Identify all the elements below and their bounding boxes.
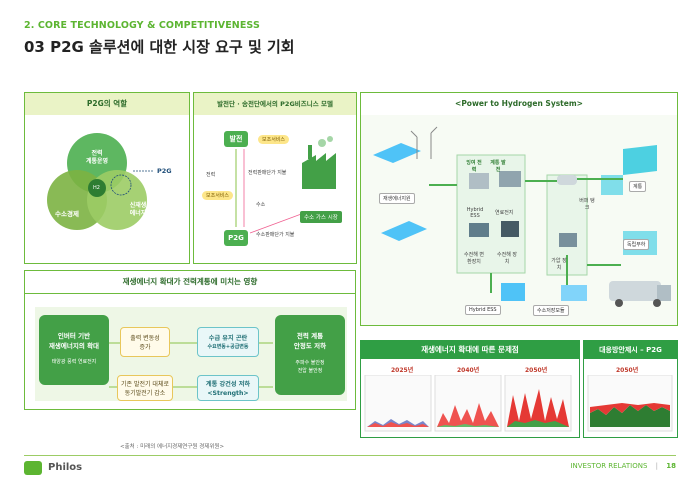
grid-label: 계통	[629, 181, 647, 192]
grid-gen-label: 계통 발전	[490, 160, 506, 173]
right-bottom-line1: 계통 강건성 저하	[205, 381, 251, 388]
impact-title: 재생에너지 확대가 전력계통에 미치는 영향	[25, 271, 355, 294]
venn-left-label: 수소경제	[55, 210, 79, 218]
aux-service-tag-1: 보조서비스	[258, 135, 290, 144]
result-line4: 전압 불안정	[297, 368, 323, 374]
hybrid-ess-bottom-label: Hybrid ESS	[465, 305, 501, 315]
hydrogen-market-label: 수소 가스 시장	[300, 211, 342, 223]
venn-top-line2: 계통운영	[85, 158, 109, 165]
grid-price-label: 전력판매단가 지불	[248, 170, 287, 176]
p2g-box: P2G	[224, 230, 248, 246]
venn-right-line2: 에너지	[129, 210, 147, 217]
right-top-line1: 수급 유지 곤란	[208, 335, 248, 342]
right-top-line2: 수요변동+공급변동	[207, 344, 249, 350]
p2g-pointer-label: P2G	[157, 167, 172, 175]
footer-right: INVESTOR RELATIONS | 18	[570, 462, 676, 470]
system-panel: <Power to Hydrogen System>	[360, 92, 678, 326]
mid-bottom-line2: 동기발전기 감소	[124, 390, 166, 397]
independent-load-label: 독립부하	[623, 239, 650, 250]
left-box-line3: 태양광 풍력 연료전지	[51, 359, 97, 365]
grid-strength-box: 계통 강건성 저하 <Strength>	[197, 375, 259, 401]
footer-divider	[24, 455, 676, 456]
footer-separator: |	[655, 462, 659, 470]
hydrogen-label: 수소	[256, 202, 266, 208]
result-line2: 안정도 저하	[293, 342, 327, 350]
business-model-title: 발전단 · 송전단에서의 P2G비즈니스 모델	[194, 93, 356, 115]
storage-label: 수소저장모듈	[533, 305, 569, 316]
power-label: 전력	[206, 172, 216, 178]
sync-gen-decrease-box: 기존 발전기 대체로 동기발전기 감소	[117, 375, 173, 401]
left-box-line2: 재생에너지의 확대	[48, 342, 100, 350]
alternative-panel: 대응방안제시 – P2G 2050년	[583, 340, 678, 438]
pressure-label: 가압 장치	[551, 258, 567, 271]
system-title: <Power to Hydrogen System>	[361, 93, 677, 115]
electrolysis-1-label: 수전해 변환장치	[464, 252, 484, 265]
system-diagram	[361, 115, 677, 325]
section-tag: 2. CORE TECHNOLOGY & COMPETITIVENESS	[24, 20, 260, 31]
venn-top-line1: 전력	[91, 150, 103, 157]
mid-top-line2: 증가	[139, 344, 151, 351]
page-title: 03 P2G 솔루션에 대한 시장 요구 및 기회	[24, 38, 295, 56]
mid-top-line1: 출력 변동성	[130, 335, 160, 342]
issues-title: 재생에너지 확대에 따른 문제점	[361, 341, 579, 359]
alternative-mini-chart	[587, 375, 673, 432]
supply-demand-box: 수급 유지 곤란 수요변동+공급변동	[197, 327, 259, 357]
left-cause-box: 인버터 기반 재생에너지의 확대 태양광 풍력 연료전지	[39, 315, 109, 385]
hydrogen-price-label: 수소판매단가 지불	[256, 232, 295, 238]
power-box: 발전	[224, 131, 248, 147]
fuel-cell-label: 연료전지	[495, 210, 514, 216]
model-arrows	[235, 136, 336, 234]
alternative-title: 대응방안제시 – P2G	[584, 341, 677, 359]
result-box: 전력 계통 안정도 저하 주파수 불안정 전압 불안정	[275, 315, 345, 395]
year-2050: 2050년	[525, 367, 548, 374]
electrolysis-2-label: 수전해 장치	[497, 252, 517, 265]
right-bottom-line2: <Strength>	[207, 390, 249, 397]
p2g-role-panel: P2G의 역할 전력 계통운영 수소경제 신재생 에너지 H2 P2G	[24, 92, 190, 264]
result-line3: 주파수 불안정	[295, 360, 325, 366]
issues-mini-charts	[364, 375, 572, 432]
left-box-line1: 인버터 기반	[57, 332, 91, 340]
issues-panel: 재생에너지 확대에 따른 문제점 2025년 2040년 2050년	[360, 340, 580, 438]
year-2025: 2025년	[391, 367, 414, 374]
venn-right-line1: 신재생	[129, 202, 147, 209]
buffer-tank-label: 버퍼 탱크	[579, 198, 595, 211]
alt-year-2050: 2050년	[616, 367, 639, 374]
venn-diagram	[47, 133, 153, 230]
aux-service-tag-2: 보조서비스	[202, 191, 234, 200]
venn-center-label: H2	[93, 185, 100, 191]
impact-arrows	[109, 342, 273, 388]
p2g-role-title: P2G의 역할	[25, 93, 189, 115]
logo-text: Philos	[48, 462, 83, 473]
logo-icon	[24, 461, 42, 475]
mid-bottom-line1: 기존 발전기 대체로	[121, 381, 169, 388]
investor-relations-label: INVESTOR RELATIONS	[570, 462, 648, 470]
page-number: 18	[666, 462, 676, 470]
year-2040: 2040년	[457, 367, 480, 374]
hybrid-ess-top-label: Hybrid ESS	[466, 207, 484, 219]
source-note: <출처 : 미래의 에너지경제연구원 경제위원>	[120, 444, 225, 450]
impact-panel: 재생에너지 확대가 전력계통에 미치는 영향 인버터 기반 재생에너지의 확대 …	[24, 270, 356, 410]
result-line1: 전력 계통	[296, 332, 324, 340]
renewable-label: 재생에너지원	[379, 193, 415, 204]
business-model-panel: 발전단 · 송전단에서의 P2G비즈니스 모델 발전 보조서비스 전력 전력판매…	[193, 92, 357, 264]
output-variability-box: 출력 변동성 증가	[120, 327, 170, 357]
grid-trade-label: 잉여 전력	[466, 160, 482, 173]
